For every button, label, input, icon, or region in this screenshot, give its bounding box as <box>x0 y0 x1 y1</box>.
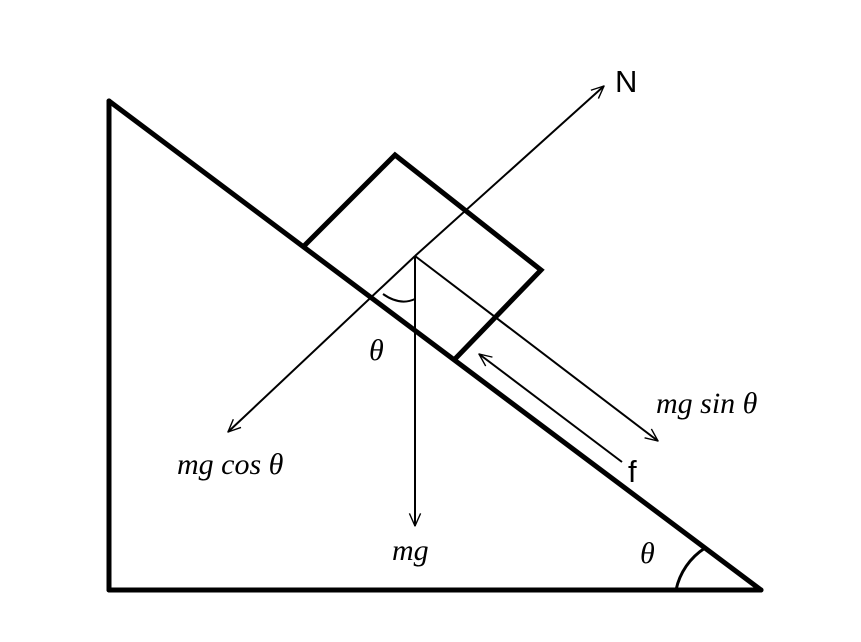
normal-force-arrow <box>414 86 604 257</box>
block-angle-label: θ <box>369 334 384 367</box>
base-angle-arc <box>674 546 706 591</box>
block <box>302 151 545 362</box>
base-angle-label: θ <box>640 537 655 570</box>
weight-label: mg <box>392 534 429 567</box>
block-angle-arc <box>382 293 416 303</box>
normal-force-label: N <box>615 64 638 99</box>
friction-arrow <box>479 354 623 463</box>
parallel-component-label: mg sin θ <box>656 387 758 420</box>
perpendicular-component-label: mg cos θ <box>177 448 284 481</box>
incline-triangle <box>106 98 764 593</box>
perpendicular-component-arrow <box>228 255 416 432</box>
friction-label: f <box>628 454 637 489</box>
parallel-component-arrow <box>414 255 658 441</box>
incline-slope <box>106 98 764 593</box>
